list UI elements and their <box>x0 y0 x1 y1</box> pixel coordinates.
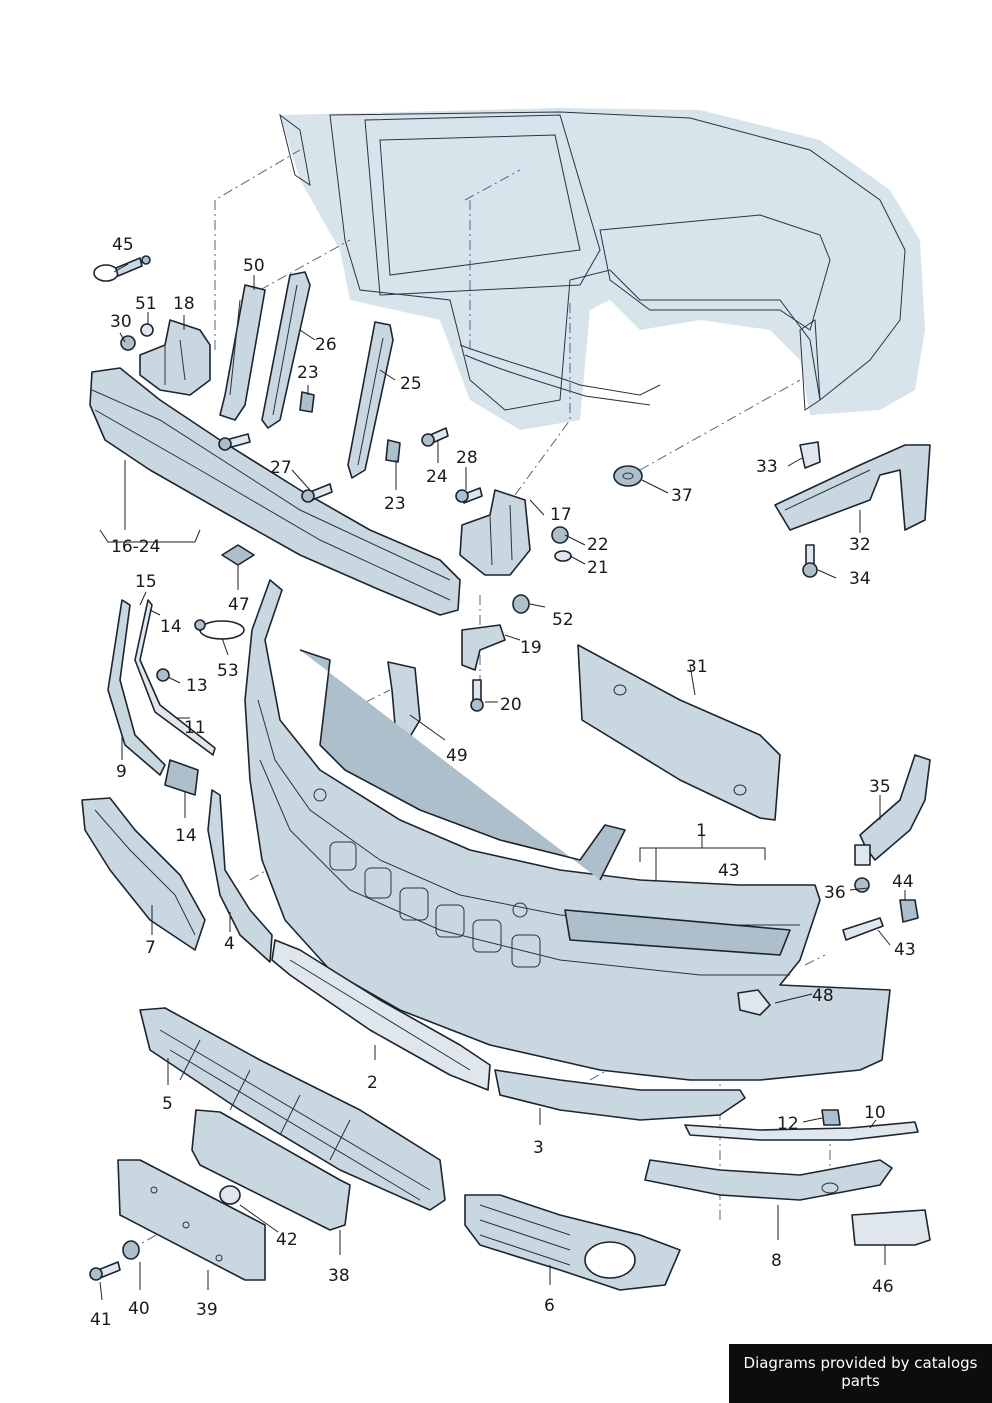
center-grille-5 <box>139 1007 446 1211</box>
label-36: 36 <box>824 883 846 903</box>
bracket-18 <box>120 319 211 396</box>
label-45: 45 <box>112 235 134 255</box>
label-43-bottom: 43 <box>894 940 916 960</box>
label-3: 3 <box>533 1138 544 1158</box>
label-11: 11 <box>184 718 206 738</box>
label-15: 15 <box>135 572 157 592</box>
label-21: 21 <box>587 558 609 578</box>
bracket-35 <box>842 754 931 941</box>
label-14-top: 14 <box>160 617 182 637</box>
label-32: 32 <box>849 535 871 555</box>
tow-eye-part <box>93 255 151 282</box>
label-7: 7 <box>145 938 156 958</box>
label-24: 24 <box>426 467 448 487</box>
label-10: 10 <box>864 1103 886 1123</box>
trim-strips-left <box>107 599 216 796</box>
callout-labels: 45 50 51 18 30 26 23 25 27 28 24 23 17 2… <box>90 235 916 1330</box>
label-2: 2 <box>367 1073 378 1093</box>
label-8: 8 <box>771 1251 782 1271</box>
license-plate-carrier-31 <box>577 644 781 821</box>
bracket-17 <box>459 489 572 614</box>
bumper-cover-main <box>244 579 891 1081</box>
bracket-19 <box>461 624 506 712</box>
label-5: 5 <box>162 1094 173 1114</box>
label-43-top: 43 <box>718 861 740 881</box>
clip-23 <box>299 391 401 463</box>
label-41: 41 <box>90 1310 112 1330</box>
clip-48 <box>737 989 771 1016</box>
label-42: 42 <box>276 1230 298 1250</box>
label-51: 51 <box>135 294 157 314</box>
label-23-top: 23 <box>297 363 319 383</box>
label-53: 53 <box>217 661 239 681</box>
label-4: 4 <box>224 934 235 954</box>
label-30: 30 <box>110 312 132 332</box>
bracket-50 <box>219 284 266 421</box>
part-38 <box>191 1109 351 1231</box>
label-46: 46 <box>872 1277 894 1297</box>
label-49: 49 <box>446 746 468 766</box>
license-plate-bracket-39 <box>117 1159 266 1281</box>
label-14-bottom: 14 <box>175 826 197 846</box>
fasteners-40-41-42 <box>89 1185 241 1281</box>
label-50: 50 <box>243 256 265 276</box>
fog-light-grille-6 <box>464 1194 681 1291</box>
bracket-26 <box>261 271 311 429</box>
spoiler-3 <box>494 1069 746 1121</box>
label-20: 20 <box>500 695 522 715</box>
label-39: 39 <box>196 1300 218 1320</box>
label-18: 18 <box>173 294 195 314</box>
credit-banner: Diagrams provided by catalogs parts <box>729 1344 992 1403</box>
label-28: 28 <box>456 448 478 468</box>
bolts <box>218 427 483 504</box>
label-52: 52 <box>552 610 574 630</box>
leader-lines <box>99 263 906 1301</box>
label-44: 44 <box>892 872 914 892</box>
label-35: 35 <box>869 777 891 797</box>
label-37: 37 <box>671 486 693 506</box>
fog-light-46 <box>851 1209 931 1246</box>
label-17: 17 <box>550 505 572 525</box>
label-48: 48 <box>812 986 834 1006</box>
label-40: 40 <box>128 1299 150 1319</box>
label-22: 22 <box>587 535 609 555</box>
label-38: 38 <box>328 1266 350 1286</box>
trim-strips-right <box>644 1109 919 1201</box>
label-23-bottom: 23 <box>384 494 406 514</box>
side-grille-7 <box>81 797 206 951</box>
bumper-guide-32 <box>774 441 931 578</box>
label-34: 34 <box>849 569 871 589</box>
strip-4 <box>207 789 273 963</box>
lower-grille-2 <box>271 939 491 1091</box>
vehicle-front-structure <box>279 108 925 430</box>
label-12: 12 <box>777 1114 799 1134</box>
washer-37 <box>613 465 643 487</box>
label-47: 47 <box>228 595 250 615</box>
label-13: 13 <box>186 676 208 696</box>
label-16-24: 16-24 <box>111 537 160 557</box>
label-1: 1 <box>696 821 707 841</box>
label-31: 31 <box>686 657 708 677</box>
label-25: 25 <box>400 374 422 394</box>
bumper-reinforcement-beam <box>89 367 461 616</box>
label-33: 33 <box>756 457 778 477</box>
bracket-25 <box>347 321 394 479</box>
label-26: 26 <box>315 335 337 355</box>
label-6: 6 <box>544 1296 555 1316</box>
grille-openings <box>329 841 541 968</box>
label-9: 9 <box>116 762 127 782</box>
strap-53 <box>194 619 245 640</box>
pad-47 <box>221 544 255 566</box>
label-19: 19 <box>520 638 542 658</box>
label-27: 27 <box>270 458 292 478</box>
